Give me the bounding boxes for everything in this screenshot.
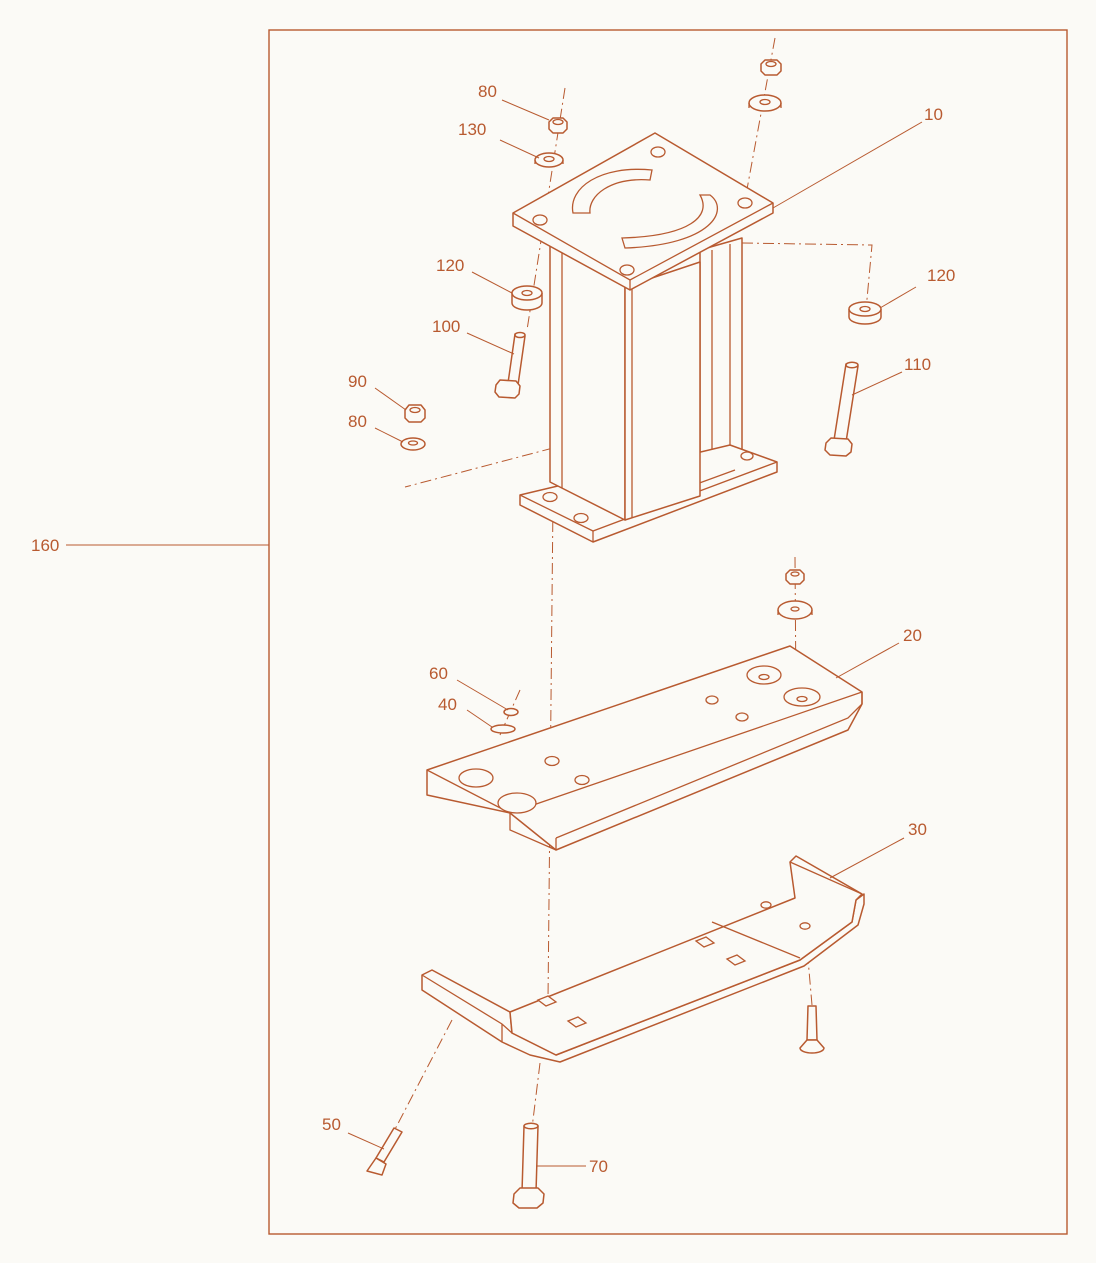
spacer-120-right	[848, 301, 882, 325]
callout-160: 160	[31, 536, 59, 555]
callout-10: 10	[924, 105, 943, 124]
hex-nut-block	[785, 569, 805, 585]
callout-50: 50	[322, 1115, 341, 1134]
clamp-block	[426, 645, 863, 851]
callout-40: 40	[438, 695, 457, 714]
screw-50	[366, 1127, 403, 1176]
callout-80-upper: 80	[478, 82, 497, 101]
callout-labels: 80 130 10 120 120 100 110 90 80 160 20 6…	[31, 82, 955, 1176]
bolt-100	[494, 331, 526, 399]
hex-nut-top-right	[760, 59, 782, 76]
bolt-70	[512, 1122, 545, 1209]
screw-right	[799, 1005, 825, 1054]
assembly-frame	[268, 29, 1068, 1235]
skid-plate	[421, 855, 865, 1063]
callout-120-left: 120	[436, 256, 464, 275]
lock-washer-80	[400, 437, 426, 451]
bolt-110	[824, 361, 859, 457]
callout-110: 110	[904, 355, 931, 374]
callout-100: 100	[432, 317, 460, 336]
leader-lines	[66, 99, 923, 1167]
callout-20: 20	[903, 626, 922, 645]
hex-nut-80-upper	[548, 117, 568, 134]
callout-90: 90	[348, 372, 367, 391]
callout-30: 30	[908, 820, 927, 839]
callout-80-lower: 80	[348, 412, 367, 431]
hex-nut-90	[404, 404, 426, 423]
pin-60	[503, 707, 519, 717]
callout-130: 130	[458, 120, 486, 139]
callout-120-right: 120	[927, 266, 955, 285]
washer-130	[534, 152, 564, 168]
spring-washer-40	[490, 724, 516, 734]
callout-60: 60	[429, 664, 448, 683]
spacer-120-left	[511, 285, 543, 311]
callout-70: 70	[589, 1157, 608, 1176]
washer-block	[777, 600, 813, 620]
washer-top-right	[748, 94, 782, 112]
stand-post	[512, 132, 778, 543]
